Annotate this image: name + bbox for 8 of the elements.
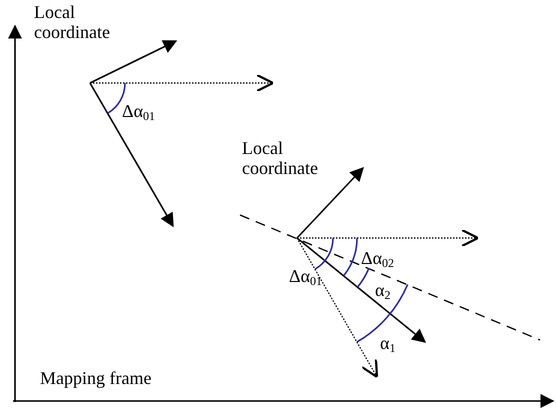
angle-label: Δα$_{02}$ [361,248,394,268]
coordinate-label: Local coordinate [242,138,319,178]
angle-label: α$_{2}$ [375,280,390,300]
angle-label: Δα$_{01}$ [122,101,156,121]
coordinate-label: Local coordinate [34,2,111,42]
frame-label: Mapping frame [40,368,152,388]
angle-label: α$_{1}$ [380,333,396,353]
angle-label: Δα$_{01}$ [289,266,322,286]
